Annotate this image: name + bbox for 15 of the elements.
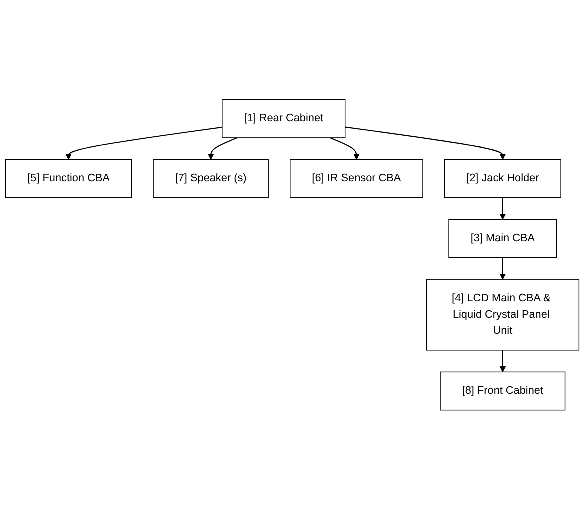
arrow [500, 350, 506, 373]
node-box: [8] Front Cabinet [440, 372, 566, 412]
node-box: [6] IR Sensor CBA [290, 160, 424, 199]
arrow [500, 198, 506, 220]
arrow [66, 127, 222, 160]
arrow [500, 258, 506, 280]
node-box: [5] Function CBA [5, 160, 132, 199]
arrow [345, 127, 506, 160]
node-box: [4] LCD Main CBA & Liquid Crystal Panel Unit [426, 280, 580, 352]
node-box: [2] Jack Holder [444, 160, 562, 199]
node-box: [7] Speaker (s) [153, 160, 269, 199]
node-box: [3] Main CBA [448, 220, 558, 259]
node-box: [1] Rear Cabinet [222, 100, 346, 139]
arrow [208, 138, 238, 160]
arrow [330, 138, 360, 160]
